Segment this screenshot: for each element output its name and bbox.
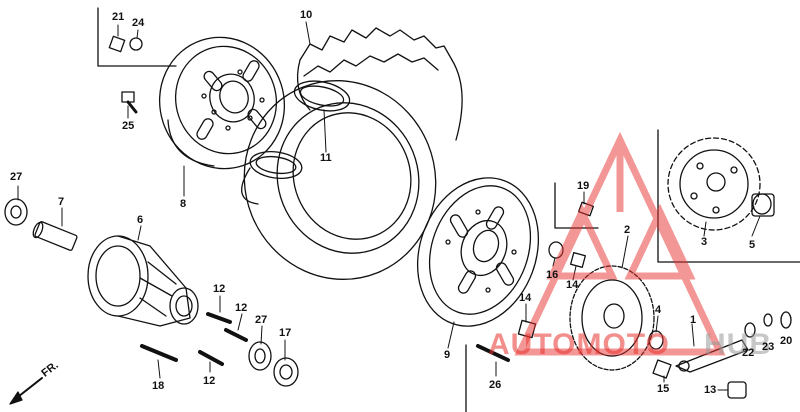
callout-13: 13: [704, 384, 717, 396]
callout-7: 7: [58, 196, 65, 208]
callout-9: 9: [444, 349, 451, 361]
nut-15: [652, 359, 672, 379]
tube-ring: [241, 80, 351, 205]
callout-14-b: 14: [519, 292, 532, 304]
callout-22: 22: [742, 347, 755, 359]
callout-27-right: 27: [255, 314, 268, 326]
callout-26: 26: [489, 379, 502, 391]
box-19: [554, 182, 599, 229]
callout-25: 25: [122, 120, 135, 132]
callout-10: 10: [300, 9, 313, 21]
tire: [243, 27, 463, 280]
bearing-27-right: [248, 341, 272, 371]
callout-8: 8: [180, 198, 187, 210]
wheel-half-9: [416, 177, 540, 327]
callout-11: 11: [320, 152, 332, 164]
callout-4: 4: [655, 304, 662, 316]
callout-2: 2: [624, 224, 631, 236]
box-sprocket: [657, 129, 800, 263]
nuts-21-24: [108, 35, 143, 53]
callout-12-a: 12: [213, 283, 226, 295]
callout-24: 24: [132, 17, 145, 29]
watermark-brand-part1: AUTOMOTO: [488, 328, 670, 361]
washers-20-23: [744, 311, 792, 338]
watermark-brand-part2: HUB: [704, 328, 772, 361]
callout-14-a: 14: [566, 279, 579, 291]
box-21-24: [97, 7, 177, 67]
callout-19: 19: [577, 180, 590, 192]
callout-17: 17: [279, 327, 292, 339]
wheel-half-8: [158, 36, 286, 170]
sprocket-3: [667, 137, 761, 231]
bolt-26: [476, 344, 510, 362]
callout-18: 18: [152, 380, 165, 392]
front-arrow-icon: [9, 377, 43, 405]
callout-3: 3: [701, 236, 708, 248]
leader-lines: [17, 21, 761, 391]
callout-5: 5: [749, 239, 756, 251]
bearing-17: [273, 357, 299, 387]
hub-6: [87, 235, 199, 327]
callout-16: 16: [546, 269, 559, 281]
callout-27-left: 27: [10, 171, 23, 183]
callout-6: 6: [137, 214, 144, 226]
axle-sleeve-7: [32, 221, 78, 251]
bearing-27-left: [4, 198, 28, 226]
callout-15: 15: [657, 383, 670, 395]
callout-21: 21: [112, 11, 125, 23]
sprocket-2: [569, 265, 655, 371]
callout-1: 1: [690, 314, 697, 326]
callout-20: 20: [780, 335, 793, 347]
bolt-25: [121, 91, 138, 114]
callout-12-c: 12: [203, 375, 216, 387]
collar-5: [751, 193, 775, 217]
callout-23: 23: [762, 341, 775, 353]
stud-bolts: [140, 312, 248, 366]
callout-12-b: 12: [235, 302, 248, 314]
